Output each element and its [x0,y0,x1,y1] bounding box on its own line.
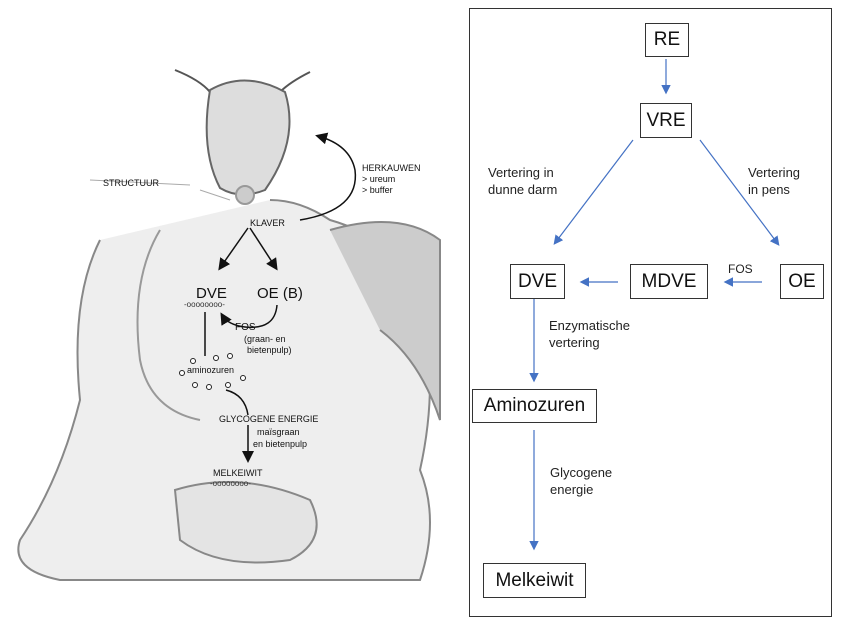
label-en-bietenpulp: en bietenpulp [253,439,307,449]
label-dve: DVE [196,285,227,302]
label-graan: (graan- en [244,334,286,344]
illustration-labels: STRUCTUUR HERKAUWEN > ureum > buffer KLA… [103,163,421,478]
label-herkauwen: HERKAUWEN [362,163,421,173]
label-oe-b: OE (B) [257,285,303,302]
label-vertering-dunne-darm: Vertering in dunne darm [488,164,557,198]
cow-illustration: -oooooooo- -oooooooo- STRUCTUUR HERKAUWE… [17,69,441,581]
node-mdve: MDVE [630,264,708,299]
label-vertering-pens: Vertering in pens [748,164,800,198]
label-klaver: KLAVER [250,218,285,228]
label-line: dunne darm [488,182,558,197]
label-enzymatische-vertering: Enzymatische vertering [549,317,630,351]
cow-sketch [17,69,441,581]
arrow-vre-oe [699,139,780,246]
svg-text:-oooooooo-: -oooooooo- [184,300,225,309]
node-dve: DVE [510,264,565,299]
node-melkeiwit: Melkeiwit [483,563,586,598]
label-glycogene: GLYCOGENE ENERGIE [219,414,318,424]
node-oe: OE [780,264,824,299]
label-melkeiwit: MELKEIWIT [213,468,263,478]
illustration-arrows: -oooooooo- -oooooooo- [179,132,357,488]
label-ureum: > ureum [362,174,395,184]
label-structuur: STRUCTUUR [103,178,159,188]
arrow-vre-dve [553,139,634,245]
node-vre: VRE [640,103,692,138]
label-bietenpulp: bietenpulp) [247,345,292,355]
label-buffer: > buffer [362,185,393,195]
label-line: Enzymatische [549,318,630,333]
label-line: Vertering [748,165,801,180]
label-line: vertering [549,335,600,350]
label-line: in pens [748,182,790,197]
node-re: RE [645,23,689,57]
node-aminozuren: Aminozuren [472,389,597,423]
label-aminozuren: aminozuren [187,365,234,375]
label-maisgraan: maïsgraan [257,427,300,437]
label-line: Vertering in [488,165,554,180]
label-fos: FOS [235,322,256,333]
label-line: Glycogene [550,465,613,480]
svg-text:-oooooooo-: -oooooooo- [210,479,251,488]
label-glycogene-energie: Glycogene energie [550,464,612,498]
flowchart-frame [469,8,832,617]
label-fos: FOS [728,262,753,276]
label-line: energie [550,482,594,497]
